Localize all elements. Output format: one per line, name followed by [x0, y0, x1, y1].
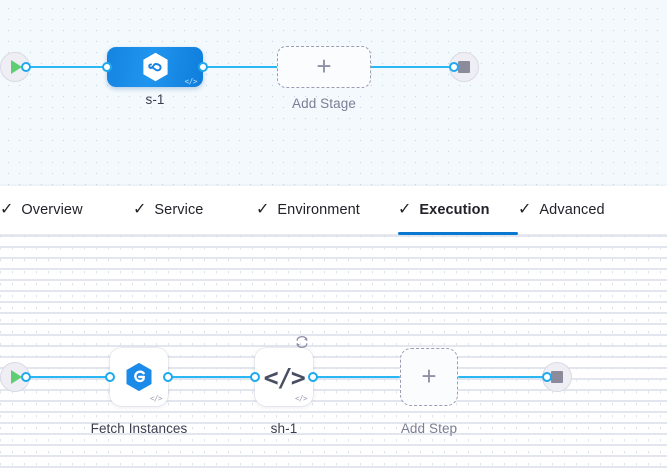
stage-node-s-1[interactable]: </>	[107, 47, 203, 87]
port-start-out[interactable]	[21, 62, 31, 72]
step-label-fetch-instances: Fetch Instances	[90, 421, 188, 436]
step-label-sh-1: sh-1	[270, 421, 298, 436]
tab-overview-label: Overview	[21, 202, 83, 218]
tab-service[interactable]: ✓ Service	[133, 186, 256, 234]
add-stage-label: Add Stage	[292, 96, 356, 111]
step-node-fetch-instances[interactable]: </>	[110, 348, 168, 406]
tab-environment-label: Environment	[277, 202, 360, 218]
check-icon: ✓	[518, 201, 532, 218]
edge-start-to-fetch	[26, 376, 114, 379]
edge-s1-to-add-stage	[196, 66, 286, 69]
stages-canvas[interactable]: </> s-1 + Add Stage	[0, 0, 667, 186]
add-stage-button[interactable]: +	[277, 46, 371, 88]
port-s1-out[interactable]	[198, 62, 208, 72]
plus-icon: +	[421, 360, 437, 391]
harness-blue-hexagon-icon	[126, 362, 152, 392]
step-node-sh-1[interactable]: </> </>	[255, 336, 313, 406]
execution-steps-canvas[interactable]: </> Fetch Instances </> </> sh-1	[0, 235, 667, 475]
code-badge-icon: </>	[294, 393, 308, 403]
port-fetch-out[interactable]	[163, 372, 173, 382]
check-icon: ✓	[398, 201, 412, 218]
pipeline-start-node[interactable]	[0, 52, 30, 82]
tab-service-label: Service	[154, 202, 204, 218]
plus-icon: +	[316, 50, 332, 81]
tab-advanced[interactable]: ✓ Advanced	[518, 186, 638, 234]
code-badge-icon: </>	[184, 76, 198, 86]
check-icon: ✓	[133, 201, 147, 218]
edge-add-step-to-end	[458, 376, 548, 379]
check-icon: ✓	[0, 201, 14, 218]
code-badge-icon: </>	[149, 393, 163, 403]
check-icon: ✓	[256, 201, 270, 218]
port-sh1-in[interactable]	[250, 372, 260, 382]
edge-fetch-to-sh1	[168, 376, 258, 379]
port-fetch-in[interactable]	[105, 372, 115, 382]
port-steps-end-in[interactable]	[542, 372, 552, 382]
stage-config-tabs: ✓ Overview ✓ Service ✓ Environment ✓ Exe…	[0, 186, 667, 235]
stop-icon	[551, 371, 563, 383]
tab-environment[interactable]: ✓ Environment	[256, 186, 398, 234]
canvas-grid	[0, 235, 667, 475]
add-step-button[interactable]: +	[400, 348, 458, 406]
tab-advanced-label: Advanced	[539, 202, 605, 218]
shell-script-icon: </>	[263, 362, 306, 392]
loop-retry-icon	[294, 334, 310, 350]
edge-sh1-to-add-step	[312, 376, 400, 379]
edge-add-stage-to-end	[362, 66, 455, 69]
add-step-label: Add Step	[400, 421, 458, 436]
port-sh1-out[interactable]	[308, 372, 318, 382]
tab-underline-active	[398, 232, 518, 235]
stop-icon	[458, 61, 470, 73]
port-end-in[interactable]	[449, 62, 459, 72]
tab-execution-label: Execution	[419, 202, 490, 218]
tab-execution[interactable]: ✓ Execution	[398, 186, 518, 235]
tab-overview[interactable]: ✓ Overview	[0, 186, 133, 234]
port-steps-start-out[interactable]	[21, 372, 31, 382]
edge-start-to-s1	[26, 66, 116, 69]
harness-hexagon-icon	[142, 52, 169, 82]
play-icon	[11, 60, 22, 74]
stage-label-s-1: s-1	[145, 92, 165, 107]
port-s1-in[interactable]	[102, 62, 112, 72]
